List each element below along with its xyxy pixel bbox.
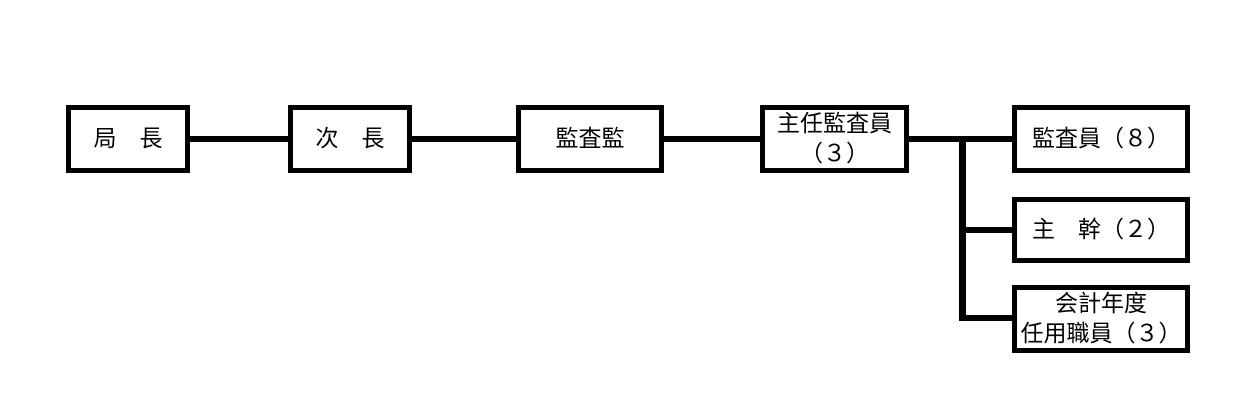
org-node-label-line: 次 長 xyxy=(315,126,385,152)
connector-trunk-to-senior-officer xyxy=(959,227,1014,233)
org-node-label-line: 会計年度 xyxy=(1055,291,1147,317)
org-node-label-line: （３） xyxy=(800,141,869,167)
connector-audit-supervisor-to-chief-auditor xyxy=(662,136,762,142)
connector-deputy-director-to-audit-supervisor xyxy=(410,136,518,142)
org-node-chief-auditor[interactable]: 主任監査員 （３） xyxy=(760,105,909,173)
org-node-label-line: 監査員（８） xyxy=(1032,126,1170,152)
org-node-label-line: 主任監査員 xyxy=(777,111,892,137)
org-node-fiscal-year-appointed-staff[interactable]: 会計年度 任用職員（３） xyxy=(1012,285,1190,353)
org-node-deputy-director[interactable]: 次 長 xyxy=(288,105,412,173)
connector-bureau-director-to-deputy-director xyxy=(188,136,290,142)
org-node-label-line: 局 長 xyxy=(93,126,163,152)
org-node-senior-officer[interactable]: 主 幹（２） xyxy=(1012,197,1190,263)
org-node-auditor[interactable]: 監査員（８） xyxy=(1012,105,1190,173)
connector-trunk-to-fiscal-year-appointed-staff xyxy=(959,315,1014,321)
org-node-label-line: 主 幹（２） xyxy=(1032,217,1170,243)
org-node-label-line: 監査監 xyxy=(555,126,625,152)
org-node-label-line: 任用職員（３） xyxy=(1020,321,1182,347)
org-node-audit-supervisor[interactable]: 監査監 xyxy=(516,105,664,173)
org-node-bureau-director[interactable]: 局 長 xyxy=(66,105,190,173)
